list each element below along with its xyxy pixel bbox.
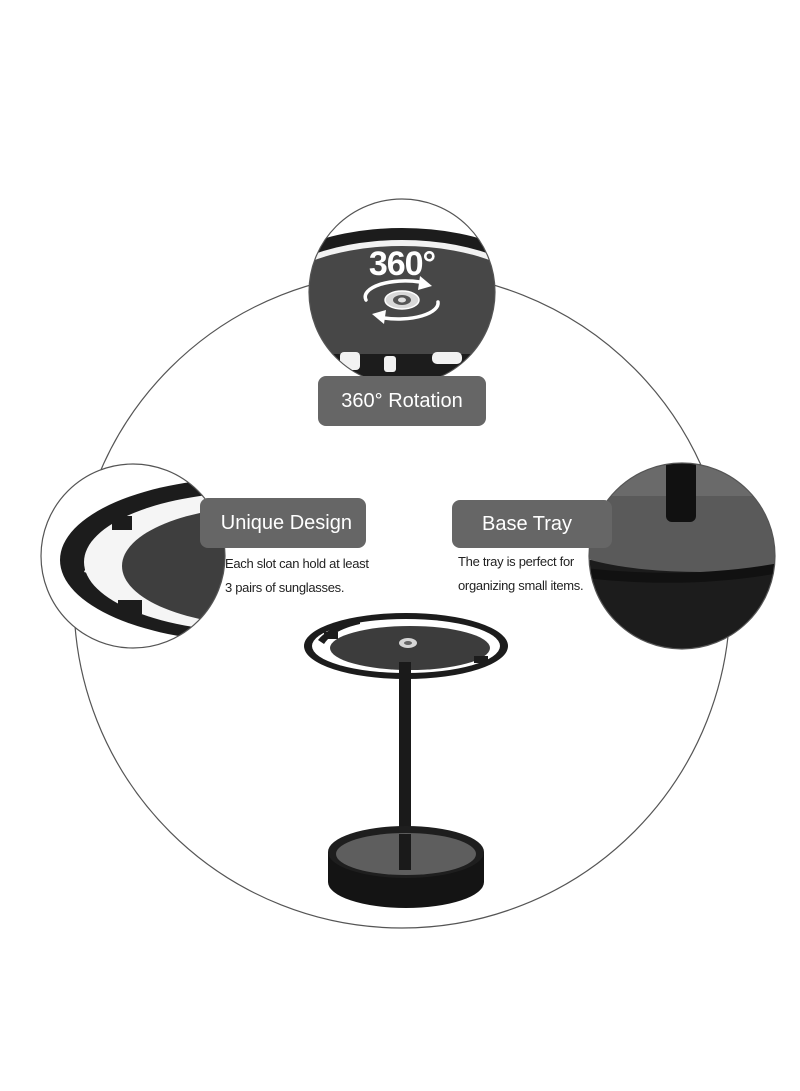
base-tray-description: The tray is perfect for organizing small… xyxy=(458,550,608,598)
base-tray-zoom-circle xyxy=(588,462,776,650)
unique-design-zoom-circle xyxy=(40,463,226,649)
base-tray-label: Base Tray xyxy=(452,500,612,548)
rotation-degree-text: 360° xyxy=(369,245,436,283)
bearing-icon xyxy=(384,290,420,310)
base-tray-description-line: The tray is perfect for xyxy=(458,554,574,569)
sunglasses-rack-product xyxy=(304,613,508,908)
base-tray-description-line: organizing small items. xyxy=(458,578,584,593)
unique-design-label: Unique Design xyxy=(200,498,366,548)
unique-design-description-line: 3 pairs of sunglasses. xyxy=(225,580,345,595)
unique-design-description-line: Each slot can hold at least xyxy=(225,556,369,571)
rotation-label: 360° Rotation xyxy=(318,376,486,426)
rotation-arrows-icon xyxy=(363,279,440,321)
unique-design-description: Each slot can hold at least 3 pairs of s… xyxy=(225,552,395,600)
